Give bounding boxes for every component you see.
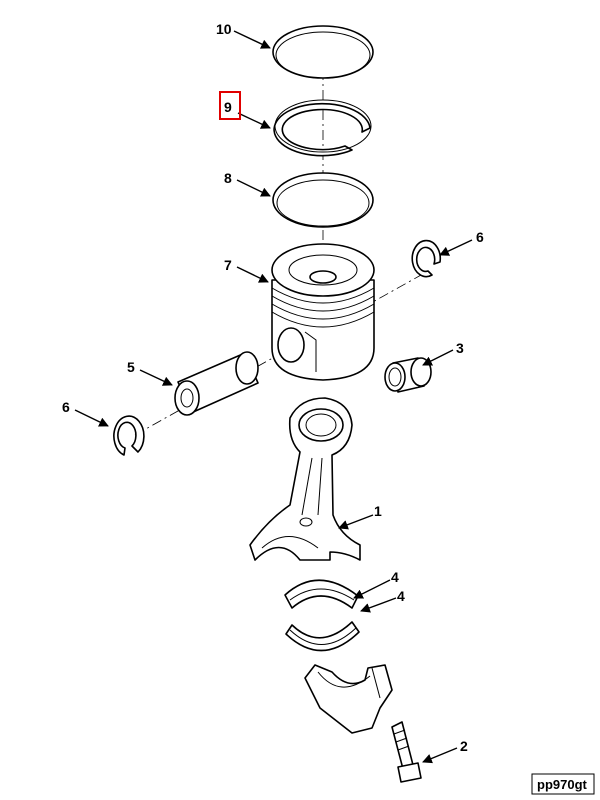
callout-5: 5: [127, 359, 135, 375]
callout-9: 9: [224, 99, 232, 115]
callout-1: 1: [374, 503, 382, 519]
piston: [271, 243, 375, 381]
callout-4-upper: 4: [391, 569, 399, 585]
figure-code-box: [531, 773, 595, 795]
callout-2: 2: [460, 738, 468, 754]
callout-10: 10: [216, 21, 232, 37]
callout-6-upper: 6: [476, 229, 484, 245]
piston-pin: [174, 351, 259, 416]
piston-ring-top: [272, 25, 374, 79]
pin-bushing: [384, 357, 432, 393]
callout-8: 8: [224, 170, 232, 186]
connecting-rod: [249, 397, 361, 561]
bearing-shell-lower: [285, 621, 360, 652]
callout-6-lower: 6: [62, 399, 70, 415]
figure-code: pp970gt: [537, 777, 588, 792]
callout-4-lower: 4: [397, 588, 405, 604]
connecting-rod-bolt: [391, 721, 422, 783]
callout-3: 3: [456, 340, 464, 356]
connecting-rod-cap: [304, 664, 393, 734]
oil-control-ring: [272, 172, 374, 228]
piston-pin-retainer-right: [411, 239, 442, 278]
piston-ring-second: [273, 99, 372, 157]
piston-pin-retainer-left: [113, 415, 145, 456]
bearing-shell-upper: [284, 579, 359, 609]
callout-7: 7: [224, 257, 232, 273]
callout-9-highlight-box: [219, 91, 241, 120]
